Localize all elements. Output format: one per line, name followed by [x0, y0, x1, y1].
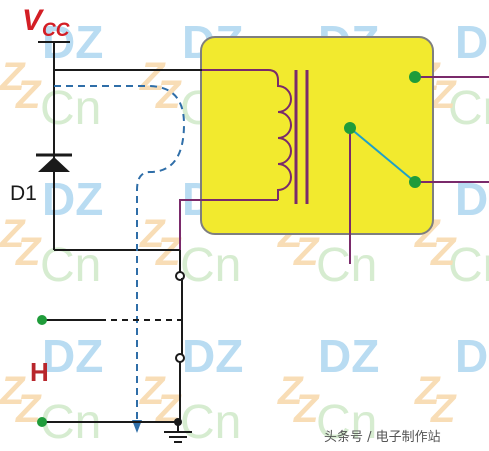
watermark-suffix: Cn — [448, 239, 489, 292]
common-terminal — [344, 122, 356, 134]
watermark-layer: DZ DZ DZ DZ DZ DZ DZ DZ DZ DZ DZ DZ Cn C… — [0, 16, 489, 449]
svg-text:Z: Z — [293, 387, 320, 431]
watermark-credit: 头条号 / 电子制作站 — [324, 429, 441, 445]
relay-body — [200, 36, 434, 235]
svg-text:Z: Z — [430, 387, 457, 431]
current-arrow-head — [132, 420, 142, 433]
watermark-logo: DZ — [455, 16, 489, 68]
svg-text:Z: Z — [430, 230, 457, 274]
svg-text:Z: Z — [139, 55, 166, 99]
diode-symbol — [38, 157, 70, 172]
relay-coil — [277, 80, 292, 200]
ground-input-terminal — [37, 417, 47, 427]
svg-text:Z: Z — [155, 73, 182, 117]
watermark-logo: DZ — [42, 173, 103, 225]
no-terminal — [409, 176, 421, 188]
watermark-logo: DZ — [455, 330, 489, 382]
watermark-suffix: Cn — [40, 82, 101, 135]
svg-text:Z: Z — [293, 230, 320, 274]
watermark-logo: DZ — [182, 330, 243, 382]
svg-text:Z: Z — [414, 369, 441, 413]
watermark-suffix: Cn — [40, 239, 101, 292]
svg-text:Z: Z — [15, 73, 42, 117]
svg-text:Z: Z — [139, 369, 166, 413]
watermark-suffix: Cn — [316, 239, 377, 292]
watermark-logo: DZ — [318, 330, 379, 382]
watermark-suffix: Cn — [316, 396, 377, 449]
watermark-logo: DZ — [42, 330, 103, 382]
current-path-dashed — [54, 85, 186, 420]
vcc-label: VCC — [22, 4, 70, 41]
svg-text:Z: Z — [430, 73, 457, 117]
svg-text:Z: Z — [277, 369, 304, 413]
coil-top-lead — [202, 69, 279, 81]
contact-arm — [349, 127, 416, 183]
svg-text:Z: Z — [0, 212, 26, 256]
nc-terminal — [409, 71, 421, 83]
watermark-suffix: Cn — [180, 239, 241, 292]
ground-icon — [164, 422, 192, 443]
svg-text:Z: Z — [0, 55, 26, 99]
h-input-terminal — [37, 315, 47, 325]
svg-text:Z: Z — [139, 212, 166, 256]
svg-text:Z: Z — [0, 369, 26, 413]
watermark-suffix: Cn — [448, 82, 489, 135]
switch-contact-bottom — [175, 353, 185, 363]
watermark-suffix: Cn — [180, 396, 241, 449]
svg-text:Z: Z — [155, 230, 182, 274]
h-label: H — [30, 357, 49, 387]
svg-text:Z: Z — [15, 230, 42, 274]
watermark-logo: DZ — [455, 173, 489, 225]
coil-bottom-lead — [179, 199, 278, 250]
diode-label: D1 — [10, 182, 37, 205]
